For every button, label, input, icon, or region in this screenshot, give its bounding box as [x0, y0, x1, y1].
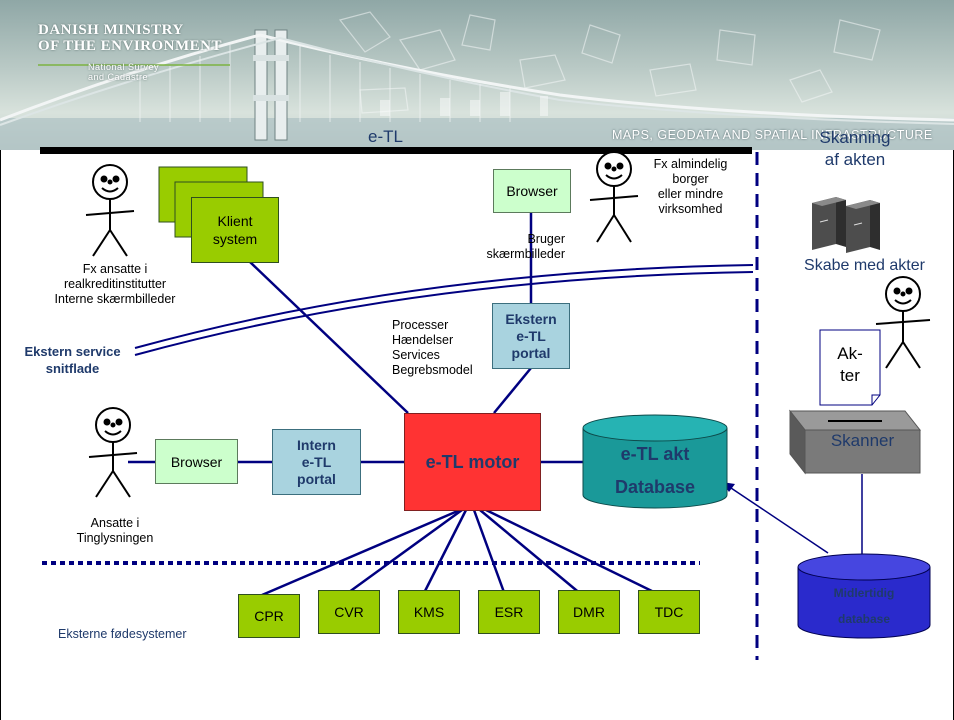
- document-icon: [819, 329, 881, 406]
- service-interface-line-2: [134, 271, 754, 356]
- actor-figure-top-right: [589, 151, 639, 243]
- banner-tagline: MAPS, GEODATA AND SPATIAL INFRASTRUCTURE: [612, 128, 933, 142]
- browser-left-box: Browser: [155, 439, 238, 484]
- connector-lines: [128, 212, 661, 597]
- feed-system-cpr: CPR: [238, 594, 300, 638]
- ministry-line-1: DANISH MINISTRY: [38, 22, 184, 38]
- midlertidig-label: Midlertidig database: [833, 586, 895, 626]
- ministry-line-2: OF THE ENVIRONMENT: [38, 38, 223, 54]
- actor-label-bottom-left: Ansatte i Tinglysningen: [76, 516, 154, 545]
- diagram-title: e-TL: [368, 127, 403, 146]
- filing-cabinets-icon: [812, 197, 880, 253]
- klient-system-box: Klient system: [191, 197, 279, 263]
- feed-system-kms: KMS: [398, 590, 460, 634]
- processer-label: Processer Hændelser Services Begrebsmode…: [392, 318, 473, 377]
- header-banner: DANISH MINISTRY OF THE ENVIRONMENT Natio…: [0, 0, 954, 150]
- etl-motor-box: e-TL motor: [404, 413, 541, 511]
- akter-label: Ak- ter: [837, 344, 863, 385]
- midlertidig-cylinder: [797, 553, 931, 639]
- database-label: e-TL akt Database: [614, 444, 696, 497]
- intern-portal-box: Intern e-TL portal: [272, 429, 361, 495]
- actor-figure-bottom-left: [88, 407, 138, 498]
- ministry-logo-text: DANISH MINISTRY OF THE ENVIRONMENT Natio…: [38, 22, 222, 82]
- agency-line-1: National Survey: [88, 62, 160, 72]
- feed-system-dmr: DMR: [558, 590, 620, 634]
- skanner-label: Skanner: [830, 431, 895, 450]
- feed-systems-label: Eksterne fødesystemer: [58, 627, 187, 641]
- actor-label-top-left: Fx ansatte i realkreditinstitutter Inter…: [54, 262, 176, 306]
- agency-name: National Survey and Cadastre: [88, 62, 222, 82]
- actor-label-top-right: Fx almindelig borger eller mindre virkso…: [653, 157, 728, 216]
- actor-figure-scanner: [875, 276, 931, 369]
- browser-top-box: Browser: [493, 169, 571, 213]
- bridge-graphic: [0, 11, 954, 150]
- feed-system-tdc: TDC: [638, 590, 700, 634]
- ekstern-portal-box: Ekstern e-TL portal: [492, 303, 570, 369]
- service-interface-label: Ekstern service snitflade: [24, 344, 121, 376]
- feed-system-esr: ESR: [478, 590, 540, 634]
- agency-line-2: and Cadastre: [88, 72, 149, 82]
- database-cylinder: [582, 414, 728, 509]
- bruger-skaermbilleder-label: Bruger skærmbilleder: [486, 232, 566, 261]
- actor-figure-top-left: [85, 164, 135, 257]
- feed-system-cvr: CVR: [318, 590, 380, 634]
- skabe-label: Skabe med akter: [804, 257, 925, 274]
- scan-section-title: Skanning af akten: [819, 128, 891, 169]
- service-interface-line-1: [134, 264, 754, 349]
- db-transfer-arrow: [727, 485, 829, 554]
- scanner-shape: [788, 409, 922, 475]
- title-bar: [40, 147, 752, 154]
